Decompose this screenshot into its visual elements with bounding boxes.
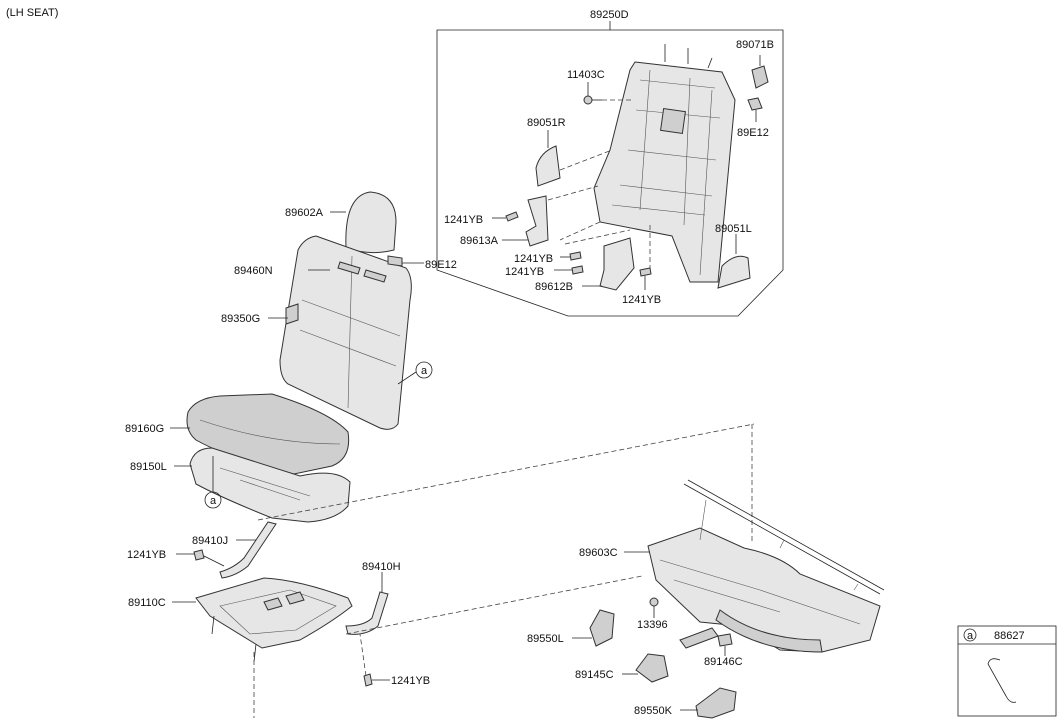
callout-89250d[interactable]: 89250D [590,9,629,21]
callout-89613a[interactable]: 89613A [460,235,499,247]
callout-89410j[interactable]: 89410J [192,535,228,547]
bracket-cap-89071b [751,65,769,89]
callout-89602a[interactable]: 89602A [285,207,324,219]
callout-1241yb-c[interactable]: 1241YB [505,266,544,278]
ref-a-back[interactable] [415,361,433,379]
cushion-frame-89110c [195,577,353,649]
cover-89612b [599,237,635,291]
callout-89150l[interactable]: 89150L [130,461,167,473]
headrest-89602a [345,191,397,254]
bolt-1241yb-e [193,549,205,561]
cushion-frame-group: 89410J 1241YB 89410H 89110C 1241YB [127,423,755,718]
back-pad-89350g [285,303,299,325]
cover-89051r [535,145,561,187]
legend-part[interactable]: 88627 [994,630,1025,642]
clip-88627-icon [987,658,1017,703]
callout-89e12-top[interactable]: 89E12 [737,127,769,139]
legend-ref-circle [963,628,977,642]
callout-89550k[interactable]: 89550K [634,705,673,717]
callout-89071b[interactable]: 89071B [736,39,774,51]
callout-11403c[interactable]: 11403C [567,69,605,81]
ref-a-back-label: a [421,365,428,377]
callout-89110c[interactable]: 89110C [128,597,166,609]
seat-cushion-group: 89160G 89150L a [125,393,351,523]
back-cover-89460n [279,235,412,430]
seat-back-group: 89602A 89460N 89E12 89350G a [221,191,457,430]
callout-89160g[interactable]: 89160G [125,423,164,435]
cover-89051l [717,255,751,289]
bolt-11403c [583,95,593,105]
wire-89410j [219,521,277,579]
bolt-1241yb-d [639,267,652,277]
frame-assembly-group: 89250D 89071B 89E12 11403C 89051R [436,9,784,317]
callout-1241yb-a[interactable]: 1241YB [444,214,483,226]
seat-track-group: 89603C 13396 89550L 89146C 89145C 89550K [527,479,885,719]
cover-89550k [695,687,737,719]
cushion-pad-89150l [189,447,351,523]
callout-89612b[interactable]: 89612B [535,281,573,293]
bolt-1241yb-b [569,251,582,261]
seat-back-frame [559,44,736,283]
callout-1241yb-b[interactable]: 1241YB [514,253,553,265]
legend-box: a 88627 [957,625,1057,717]
callout-89460n[interactable]: 89460N [234,265,273,277]
callout-13396[interactable]: 13396 [637,619,668,631]
callout-89550l[interactable]: 89550L [527,633,564,645]
callout-1241yb-f[interactable]: 1241YB [391,675,430,687]
ref-a-cushion-label: a [210,495,217,507]
callout-1241yb-e[interactable]: 1241YB [127,549,166,561]
page-title: (LH SEAT) [6,7,58,19]
wire-89410h [345,591,389,635]
cover-89e12-back [387,255,403,267]
bolt-89146c [717,633,733,647]
callout-89145c[interactable]: 89145C [575,669,614,681]
bolt-1241yb-c [571,265,584,275]
callout-89410h[interactable]: 89410H [362,561,401,573]
callout-89603c[interactable]: 89603C [579,547,618,559]
cover-89613a [525,195,549,247]
callout-89051l[interactable]: 89051L [715,223,752,235]
frame-group-outline [436,29,784,317]
legend-ref: a [967,630,974,642]
callout-89146c[interactable]: 89146C [704,656,743,668]
bolt-1241yb-f [363,673,373,687]
nut-13396 [649,597,659,607]
callout-89350g[interactable]: 89350G [221,313,260,325]
cover-89e12-top [747,97,763,111]
callout-89051r[interactable]: 89051R [527,117,566,129]
bolt-1241yb-a [505,211,519,222]
callout-89e12-back[interactable]: 89E12 [425,259,457,271]
cover-89550l [589,609,615,647]
callout-1241yb-d[interactable]: 1241YB [622,294,661,306]
cover-89145c [635,653,669,683]
